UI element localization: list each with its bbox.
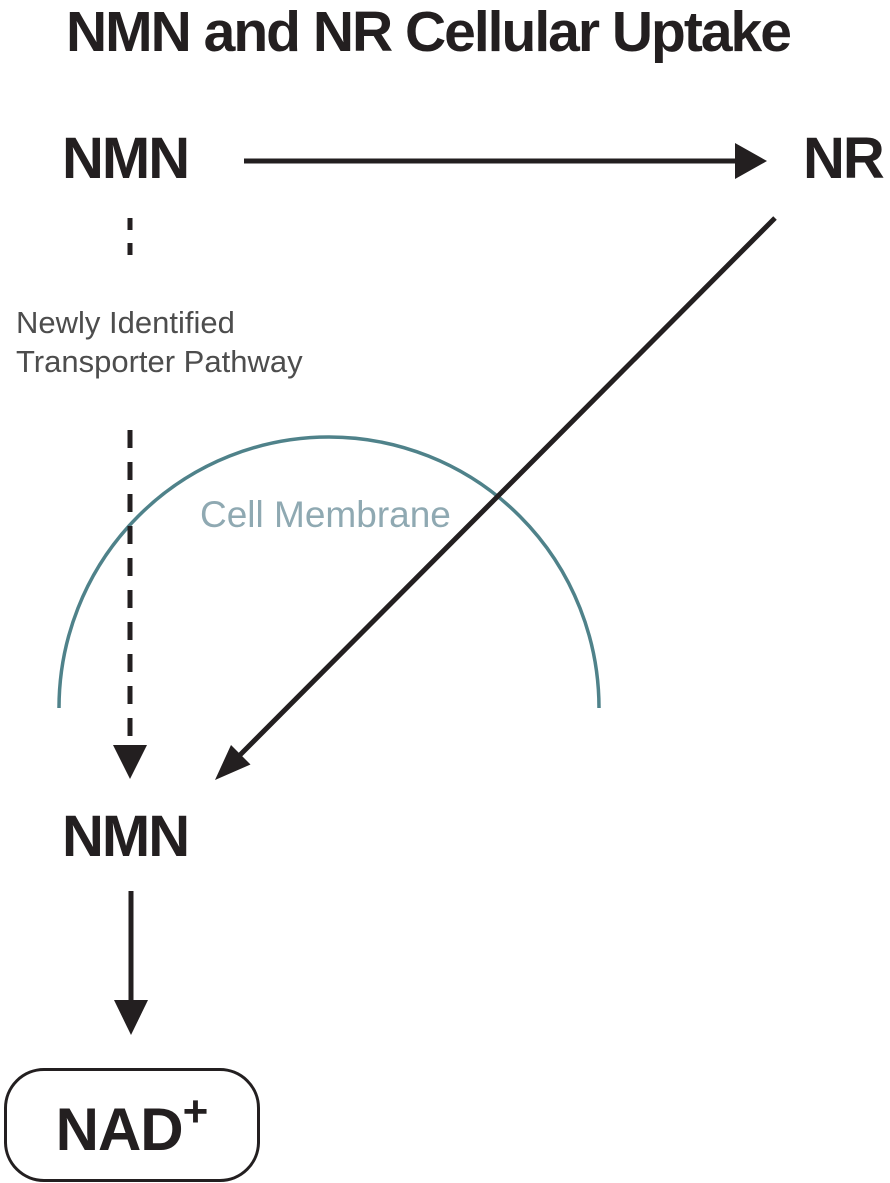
nad-base-text: NAD — [55, 1096, 184, 1163]
nad-superscript: + — [182, 1087, 209, 1136]
transporter-pathway-line2: Transporter Pathway — [16, 344, 303, 379]
transporter-arrowhead-icon — [113, 745, 147, 779]
node-nmn-outside: NMN — [62, 126, 190, 191]
cell-membrane-arc — [57, 435, 601, 709]
transporter-pathway-line1: Newly Identified — [16, 305, 235, 340]
nad-node-box: NAD+ — [4, 1068, 260, 1182]
nr-to-nmn-arrowhead-icon — [215, 745, 251, 780]
nr-to-nmn-arrow-line — [237, 216, 777, 758]
transporter-pathway-label: Newly Identified Transporter Pathway — [16, 303, 303, 381]
node-nad: NAD+ — [56, 1090, 209, 1160]
page-title: NMN and NR Cellular Uptake — [66, 0, 792, 64]
node-nmn-inside: NMN — [62, 804, 190, 869]
cell-membrane-label: Cell Membrane — [200, 494, 451, 535]
nmn-to-nad-arrowhead-icon — [114, 1000, 148, 1035]
node-nr: NR — [803, 126, 885, 191]
nmn-to-nr-arrowhead-icon — [735, 143, 767, 179]
